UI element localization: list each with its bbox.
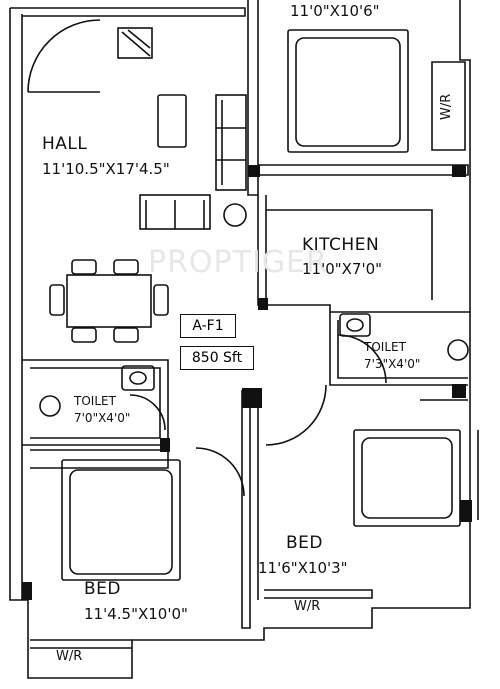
- center-table: [157, 94, 187, 148]
- bed-left-frame: [61, 459, 181, 581]
- chair-5: [49, 284, 65, 316]
- door-toilet-left-swing: [129, 394, 166, 431]
- sofa-right: [215, 94, 247, 191]
- sofa-bottom-cushions: [145, 200, 205, 229]
- column-8: [460, 500, 472, 522]
- bed-right-frame: [353, 429, 461, 527]
- column-2: [452, 165, 466, 177]
- column-7: [160, 438, 170, 452]
- chair-4: [113, 327, 139, 343]
- door-entry-swing: [27, 19, 101, 93]
- column-5: [452, 384, 466, 398]
- toilet-left-dimension: 7'0"X4'0": [74, 411, 131, 425]
- column-3: [258, 298, 268, 310]
- column-4: [242, 388, 262, 408]
- wall-corridor-left: [241, 390, 251, 629]
- wardrobe-top-box: [431, 61, 466, 151]
- dining-table: [66, 274, 152, 328]
- watermark: PROPTIGER: [148, 245, 328, 280]
- wall-toilet-left-inner: [30, 367, 161, 439]
- wc-right: [447, 339, 469, 361]
- hall-dimension: 11'10.5"X17'4.5": [42, 160, 170, 178]
- wall-toilet-right: [329, 312, 468, 386]
- bed-right-dimension: 11'6"X10'3": [258, 559, 348, 577]
- wardrobe-bottom-right: [264, 589, 373, 599]
- basin-right-bowl: [346, 318, 364, 332]
- toilet-right-label: TOILET: [364, 340, 406, 354]
- chair-6: [153, 284, 169, 316]
- bed-left-dimension: 11'4.5"X10'0": [84, 605, 188, 623]
- wall-kitchen-bottom: [266, 304, 470, 313]
- chair-2: [113, 259, 139, 275]
- bed-right-label: BED: [286, 533, 323, 553]
- door-bed-right-swing: [265, 384, 327, 446]
- wall-bed-top-bottom: [258, 164, 469, 176]
- wall-toilet-right-inner: [337, 320, 468, 379]
- toilet-left-label: TOILET: [74, 394, 116, 408]
- wc-left: [39, 395, 61, 417]
- side-table: [223, 203, 247, 227]
- wardrobe-bottom-left: [30, 639, 132, 649]
- wall-bed-left-top: [30, 449, 169, 469]
- wall-toilet-left: [22, 359, 169, 446]
- bed-top-dimension: 11'0"X10'6": [290, 2, 380, 20]
- kitchen-label: KITCHEN: [302, 235, 380, 255]
- wall-hall-bed-top: [247, 0, 259, 196]
- tv-unit-lines: [121, 29, 151, 57]
- toilet-right-dimension: 7'3"X4'0": [364, 357, 421, 371]
- column-6: [22, 582, 32, 600]
- bed-left-label: BED: [84, 579, 121, 599]
- bed-left: [69, 469, 173, 575]
- outer-wall-right: [459, 0, 471, 520]
- tv-unit: [117, 27, 153, 59]
- sofa-right-cushions: [216, 100, 246, 185]
- basin-right: [339, 313, 371, 337]
- wardrobe-top-label: W/R: [439, 93, 454, 120]
- door-bed-left-swing: [195, 447, 245, 497]
- wardrobe-bottom-left-label: W/R: [56, 649, 83, 664]
- bed-right: [361, 437, 453, 519]
- unit-label: A-F1: [180, 314, 236, 338]
- bed-top-frame: [287, 29, 409, 153]
- kitchen-dimension: 11'0"X7'0": [302, 260, 383, 278]
- basin-left: [121, 365, 155, 391]
- area-label: 850 Sft: [180, 346, 254, 370]
- hall-label: HALL: [42, 134, 88, 154]
- column-1: [248, 165, 260, 177]
- chair-3: [71, 327, 97, 343]
- basin-left-bowl: [129, 371, 147, 385]
- wall-kitchen-top: [266, 209, 433, 300]
- chair-1: [71, 259, 97, 275]
- bed-top: [295, 37, 401, 147]
- outer-wall-top: [10, 7, 246, 17]
- wardrobe-bottom-right-label: W/R: [294, 599, 321, 614]
